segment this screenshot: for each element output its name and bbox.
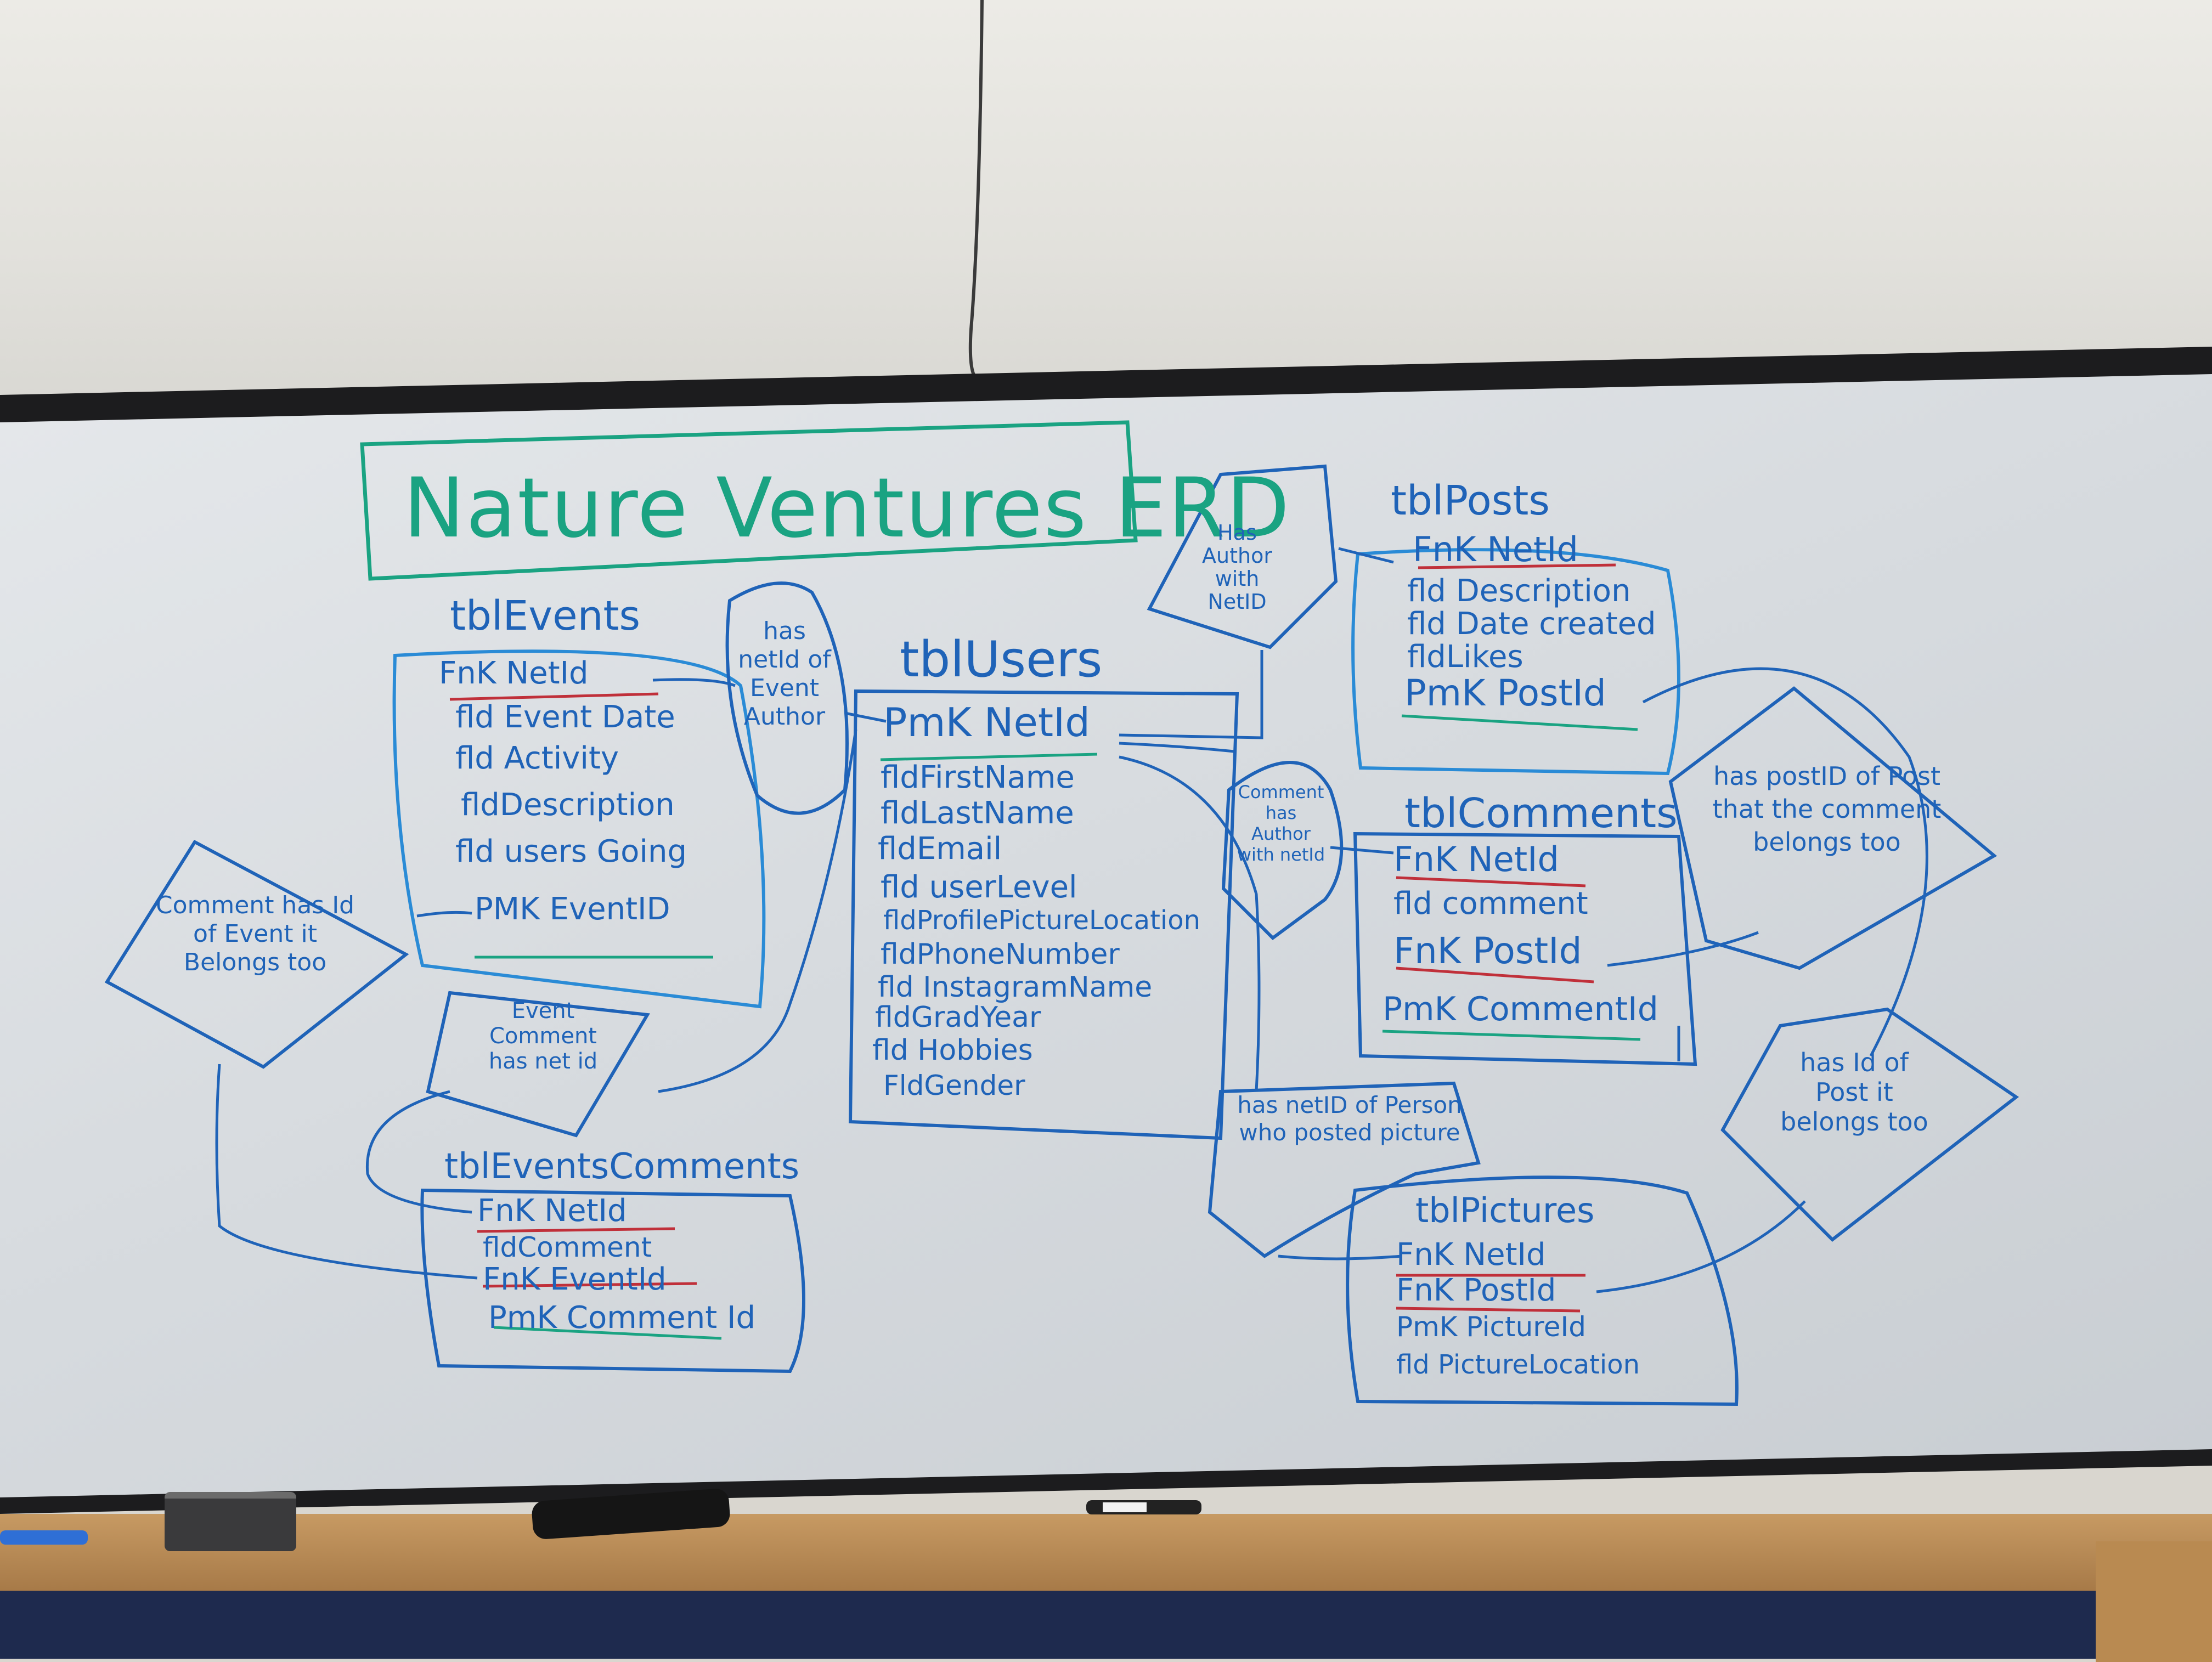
box-tblComments [1353,832,1697,1066]
relationship-label-comment-author: Comment has Author with netId [1237,782,1325,865]
field: fld PictureLocation [1396,1349,1640,1380]
field: fldEmail [878,831,1002,867]
black-marker [1086,1500,1201,1514]
field: FnK PostId [1393,930,1582,972]
field: PmK PictureId [1396,1311,1586,1343]
field: fld userLevel [881,869,1077,905]
field: fldComment [483,1231,652,1263]
field: fldDescription [461,787,675,823]
relationship-label-event-author: has netId of Event Author [738,617,831,731]
field: fldGradYear [875,1001,1041,1034]
diamond-picture-author [1207,1081,1481,1258]
desk-corner [2096,1541,2212,1662]
table-name-tblPosts: tblPosts [1391,477,1550,524]
eraser [165,1492,296,1551]
box-tblPictures [1346,1175,1739,1406]
field: fld InstagramName [878,971,1153,1004]
relationship-label-post-author: Has Author with NetID [1202,521,1272,614]
field: FldGender [883,1070,1025,1101]
table-name-tblEventsComments: tblEventsComments [444,1146,800,1187]
relationship-label-event-comment-event: Comment has Id of Event it Belongs too [155,891,355,976]
field: PMK EventID [475,891,670,927]
table-name-tblUsers: tblUsers [900,631,1103,688]
field: PmK PostId [1404,672,1606,714]
relationship-label-picture-author: has netID of Person who posted picture [1237,1092,1462,1146]
field: fldPhoneNumber [881,938,1120,971]
field: PmK Comment Id [488,1300,756,1336]
field: fld Date created [1407,606,1656,642]
box-tblEventsComments [420,1188,805,1373]
field: PmK CommentId [1383,990,1658,1028]
field: fldLikes [1407,639,1523,675]
field: FnK NetId [1413,529,1578,569]
field: FnK NetId [1393,839,1559,879]
field: fld Description [1407,573,1631,609]
diamond-comment-post [1668,686,1997,970]
diamond-picture-post [1720,1007,2019,1242]
title-box [360,420,1138,581]
field: fldLastName [881,795,1074,831]
box-tblEvents [392,649,766,1009]
table-name-tblEvents: tblEvents [450,592,641,640]
field: fld users Going [455,834,687,869]
blue-marker [0,1530,88,1545]
field: FnK NetId [477,1193,627,1229]
diamond-event-comment-event [104,840,409,1069]
relationship-label-picture-post: has Id of Post it belongs too [1780,1048,1928,1137]
box-tblUsers [848,689,1239,1140]
connector-lines [215,547,1928,1293]
field: fld Hobbies [872,1034,1033,1067]
field: FnK NetId [439,655,589,691]
field: fldFirstName [881,760,1075,795]
diagram-title: Nature Ventures ERD [403,461,1291,556]
field: fldProfilePictureLocation [883,905,1201,936]
field: fld comment [1393,886,1588,922]
table-name-tblComments: tblComments [1404,790,1678,837]
relationship-label-comment-post: has postID of Post that the comment belo… [1712,761,1942,857]
marker-tray [0,1514,2212,1591]
field: FnK EventId [483,1262,667,1297]
field: fld Event Date [455,699,675,735]
relationship-label-event-comment-author: Event Comment has net id [488,998,598,1074]
field: FnK PostId [1396,1273,1556,1308]
field: FnK NetId [1396,1237,1546,1273]
table-name-tblPictures: tblPictures [1415,1190,1595,1230]
key-underlines [449,563,1641,1340]
diamond-comment-author [1221,761,1344,940]
diamond-post-author [1147,464,1338,649]
wall [0,0,2212,417]
field: fld Activity [455,740,619,776]
diamond-event-comment-author [426,991,650,1138]
floor [0,1591,2212,1659]
box-tblPosts [1351,548,1680,776]
field: PmK NetId [883,699,1090,745]
